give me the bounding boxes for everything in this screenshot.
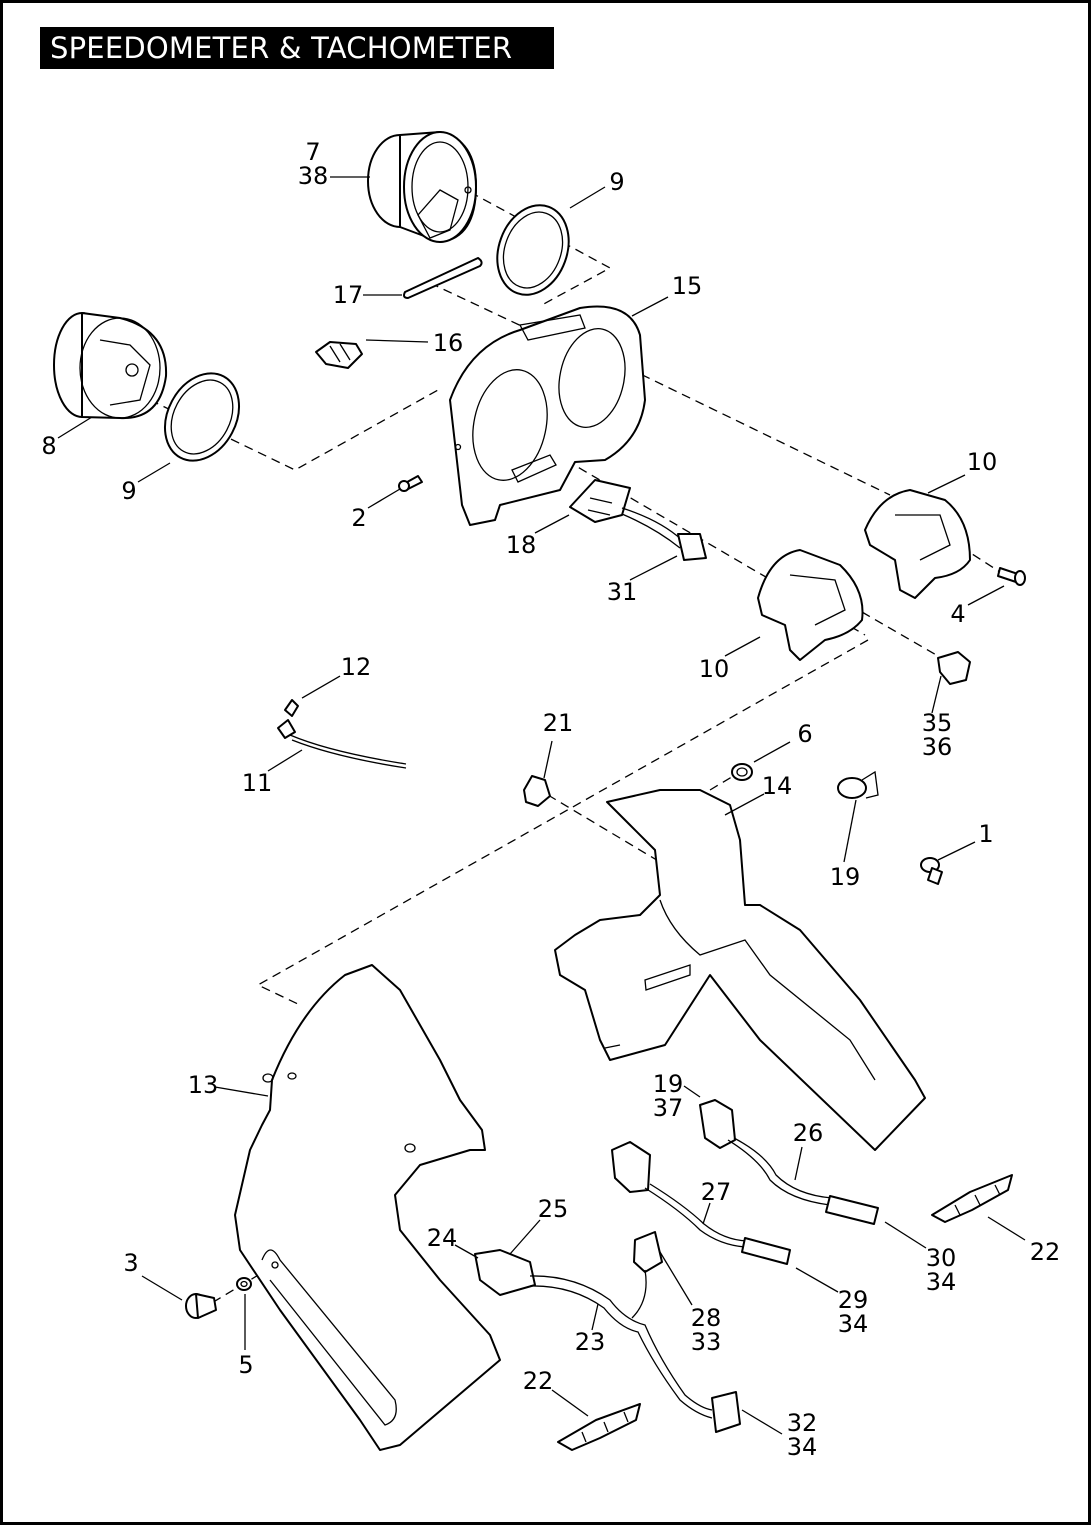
callout-2-line-1: 2 <box>351 504 366 532</box>
callout-19-37-line-2: 37 <box>653 1094 684 1122</box>
gauge-housing-part <box>449 305 646 526</box>
o-ring-top-part <box>496 204 570 296</box>
upper-shroud-part <box>554 789 926 1151</box>
callout-35-36-line-1: 35 <box>922 709 953 737</box>
connector-35-part <box>937 651 971 685</box>
callout-32-34-line-1: 32 <box>787 1409 818 1437</box>
callout-3-line-1: 3 <box>123 1249 138 1277</box>
callout-16-line-1: 16 <box>433 329 464 357</box>
callout-24-line-1: 24 <box>427 1224 458 1252</box>
callout-28-33-line-2: 33 <box>691 1328 722 1356</box>
gauge-top-part <box>367 131 477 243</box>
callout-15-line-1: 15 <box>672 272 703 300</box>
callout-28-33-line-1: 28 <box>691 1304 722 1332</box>
strip-part <box>403 257 483 299</box>
connector-harness-part <box>569 479 707 561</box>
callout-12-line-1: 12 <box>341 653 372 681</box>
gauge-left-part <box>53 312 168 420</box>
clip-21-part <box>523 775 551 807</box>
screw-2-part <box>398 475 423 492</box>
callout-4-line-1: 4 <box>950 600 965 628</box>
callout-29-34-line-1: 29 <box>838 1286 869 1314</box>
washer-5-part <box>236 1277 252 1291</box>
callout-29-34-line-2: 34 <box>838 1310 869 1338</box>
wire-harness-group <box>474 1099 879 1433</box>
callout-30-34-line-1: 30 <box>926 1244 957 1272</box>
callout-22-bottom-line-1: 22 <box>523 1367 554 1395</box>
bracket-22-bottom-part <box>557 1403 641 1451</box>
callout-11-line-1: 11 <box>242 769 273 797</box>
clip-part <box>315 341 363 369</box>
plug-1-part <box>920 857 943 885</box>
callout-9-top-line-1: 9 <box>609 168 624 196</box>
callout-35-36-line-2: 36 <box>922 733 953 761</box>
screw-3-part <box>185 1293 217 1319</box>
bracket-22-right-part <box>931 1174 1013 1223</box>
cover-mid-part <box>757 549 864 661</box>
callout-30-34-line-2: 34 <box>926 1268 957 1296</box>
callout-1-line-1: 1 <box>978 820 993 848</box>
bulb-wire-part <box>277 699 407 769</box>
callout-13-line-1: 13 <box>188 1071 219 1099</box>
grommet-part <box>731 763 753 781</box>
callout-21-line-1: 21 <box>543 709 574 737</box>
callout-7-38-line-1: 7 <box>305 138 320 166</box>
callout-17-line-1: 17 <box>333 281 364 309</box>
callout-10-mid-line-1: 10 <box>699 655 730 683</box>
callout-31-line-1: 31 <box>607 578 638 606</box>
callout-19-37-line-1: 19 <box>653 1070 684 1098</box>
o-ring-left-part <box>164 372 240 462</box>
callout-18-line-1: 18 <box>506 531 537 559</box>
callout-23-line-1: 23 <box>575 1328 606 1356</box>
callout-26-line-1: 26 <box>793 1119 824 1147</box>
callout-19-line-1: 19 <box>830 863 861 891</box>
cover-right-part <box>864 489 971 599</box>
callout-14-line-1: 14 <box>762 772 793 800</box>
clamp-19-part <box>837 770 879 799</box>
callout-25-line-1: 25 <box>538 1195 569 1223</box>
callout-22-right-line-1: 22 <box>1030 1238 1061 1266</box>
screw-4-part <box>997 567 1026 586</box>
callout-27-line-1: 27 <box>701 1178 732 1206</box>
callout-10-right-line-1: 10 <box>967 448 998 476</box>
callout-32-34-line-2: 34 <box>787 1433 818 1461</box>
leader-lines <box>57 176 1026 1435</box>
callout-9-left-line-1: 9 <box>121 477 136 505</box>
lower-shroud-part <box>234 964 501 1451</box>
callout-7-38-line-2: 38 <box>298 162 329 190</box>
callout-5-line-1: 5 <box>238 1351 253 1379</box>
callout-6-line-1: 6 <box>797 720 812 748</box>
callout-8-line-1: 8 <box>41 432 56 460</box>
diagram-title: SPEEDOMETER & TACHOMETER <box>40 27 554 69</box>
